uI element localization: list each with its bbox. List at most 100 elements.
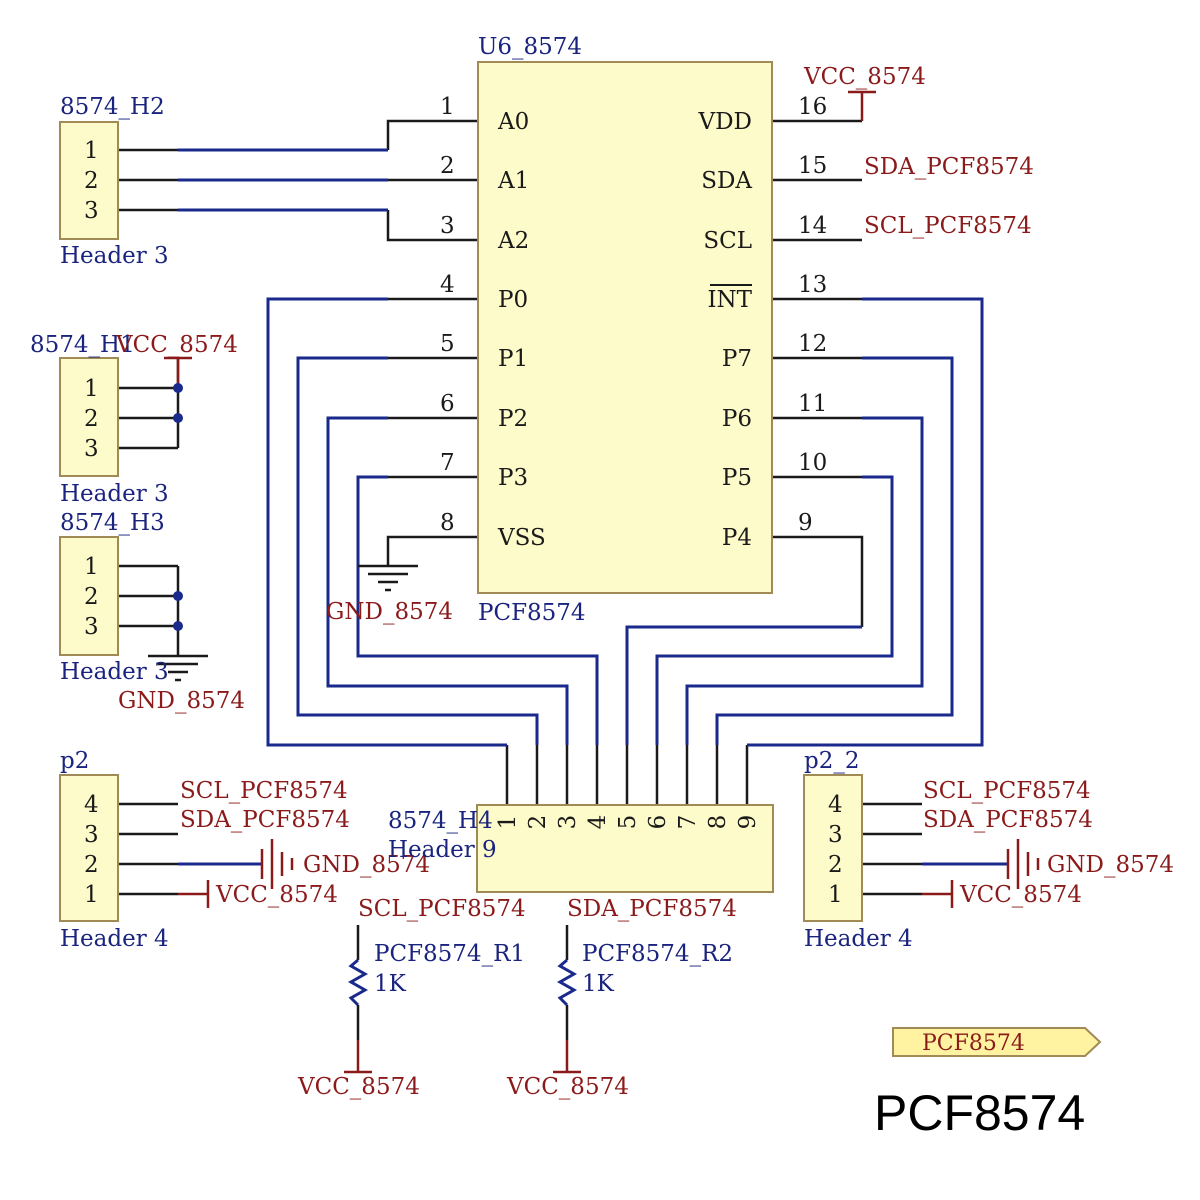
pin-name: P1 (498, 346, 528, 372)
header-pin: 4 (585, 815, 611, 830)
header-pin: 3 (84, 436, 99, 462)
pin-name: P5 (722, 465, 752, 491)
p2-2-net-label: VCC_8574 (959, 882, 1082, 908)
header-h1-body[interactable] (59, 357, 119, 477)
pin-number: 2 (440, 153, 455, 179)
junction-dot (173, 383, 183, 393)
header-pin: 6 (645, 815, 671, 830)
header-p2-2-designator: p2_2 (804, 748, 860, 774)
pin-number: 1 (440, 94, 455, 120)
chip-left-pins: 1 A0 2 A1 3 A2 4 P0 5 P1 6 P2 7 P3 8 VSS (440, 94, 546, 551)
header-pin: 8 (705, 815, 731, 830)
r2-designator: PCF8574_R2 (582, 941, 733, 967)
header-pin: 2 (525, 815, 551, 830)
chip-designator: U6_8574 (478, 34, 582, 60)
header-pin: 7 (675, 815, 701, 830)
port-label-text: PCF8574 (922, 1031, 1025, 1056)
pin-number: 13 (798, 272, 827, 298)
pin-number: 12 (798, 331, 827, 357)
header-h4-designator: 8574_H4 (388, 808, 493, 834)
pin-name: P4 (722, 525, 752, 551)
pin-name: VDD (698, 109, 753, 135)
power-symbols (148, 90, 1040, 1074)
header-h4-pins: 1 2 3 4 5 6 7 8 9 (495, 815, 761, 830)
header-h1-type: Header 3 (60, 481, 169, 507)
chip-body[interactable] (477, 61, 773, 594)
pin-name: VSS (497, 525, 546, 551)
header-pin: 5 (615, 815, 641, 830)
header-p2-2-type: Header 4 (804, 926, 913, 952)
r2-bottom-net-label: VCC_8574 (506, 1074, 629, 1100)
header-pin: 2 (84, 584, 99, 610)
header-pin: 4 (828, 792, 843, 818)
sda-net-label: SDA_PCF8574 (864, 154, 1034, 180)
r2-value: 1K (582, 971, 615, 997)
r1-bottom-net-label: VCC_8574 (297, 1074, 420, 1100)
r1-top-net-label: SCL_PCF8574 (358, 896, 526, 922)
header-pin: 1 (84, 882, 99, 908)
vdd-net-label: VCC_8574 (803, 64, 926, 90)
pin-number: 14 (798, 213, 827, 239)
chip-part-name: PCF8574 (478, 600, 586, 626)
header-h3-designator: 8574_H3 (60, 510, 165, 536)
header-pin: 1 (84, 376, 99, 402)
header-pin: 4 (84, 792, 99, 818)
port-label[interactable]: PCF8574 (892, 1027, 1102, 1057)
r1-value: 1K (374, 971, 407, 997)
pin-number: 5 (440, 331, 455, 357)
header-p2-body[interactable] (59, 774, 119, 922)
header-pin: 2 (828, 852, 843, 878)
junction-dot (173, 413, 183, 423)
header-pin: 2 (84, 406, 99, 432)
black-wires (118, 119, 922, 1040)
pin-name: P3 (498, 465, 528, 491)
junction-dot (173, 591, 183, 601)
pin-name: P6 (722, 406, 752, 432)
pin-name: A0 (497, 109, 529, 135)
header-pin: 2 (84, 852, 99, 878)
pin-number: 9 (798, 510, 813, 536)
header-pin: 1 (84, 554, 99, 580)
pin-name: INT (707, 287, 752, 313)
header-h3-body[interactable] (59, 536, 119, 656)
header-p2-2-body[interactable] (803, 774, 863, 922)
header-pin: 2 (84, 168, 99, 194)
pin-name: P2 (498, 406, 528, 432)
h1-net-label: VCC_8574 (115, 332, 238, 358)
pin-name: SCL (703, 228, 752, 254)
pin-number: 3 (440, 213, 455, 239)
header-pin: 9 (735, 815, 761, 830)
header-p2-designator: p2 (60, 748, 89, 774)
header-pin: 3 (84, 614, 99, 640)
header-pin: 3 (555, 815, 581, 830)
header-h4-body[interactable] (476, 804, 774, 893)
pin-name: SDA (701, 168, 752, 194)
header-pin: 1 (84, 138, 99, 164)
pin-number: 8 (440, 510, 455, 536)
scl-net-label: SCL_PCF8574 (864, 213, 1032, 239)
p2-net-label: SDA_PCF8574 (180, 807, 350, 833)
pin-name: A2 (497, 228, 529, 254)
p2-2-net-label: SDA_PCF8574 (923, 807, 1093, 833)
resistor-r2-body (556, 958, 578, 1007)
p2-2-net-label: SCL_PCF8574 (923, 778, 1091, 804)
r2-top-net-label: SDA_PCF8574 (567, 896, 737, 922)
p2-2-net-label: GND_8574 (1047, 852, 1174, 878)
pin-name: A1 (497, 168, 529, 194)
header-pin: 3 (828, 822, 843, 848)
r1-designator: PCF8574_R1 (374, 941, 525, 967)
header-h4-type: Header 9 (388, 837, 497, 863)
pin-number: 15 (798, 153, 827, 179)
blue-wires (178, 148, 1008, 866)
vss-net-label: GND_8574 (326, 599, 453, 625)
pin-number: 11 (798, 391, 827, 417)
diagram-caption: PCF8574 (874, 1085, 1085, 1141)
chip-right-pins: 16 VDD 15 SDA 14 SCL 13 INT 12 P7 11 P6 … (698, 94, 828, 551)
header-h2-body[interactable] (59, 121, 119, 240)
pin-number: 4 (440, 272, 455, 298)
header-h2-designator: 8574_H2 (60, 94, 165, 120)
pin-number: 16 (798, 94, 827, 120)
pin-name: P7 (722, 346, 752, 372)
pin-number: 7 (440, 450, 455, 476)
p2-net-label: GND_8574 (303, 852, 430, 878)
